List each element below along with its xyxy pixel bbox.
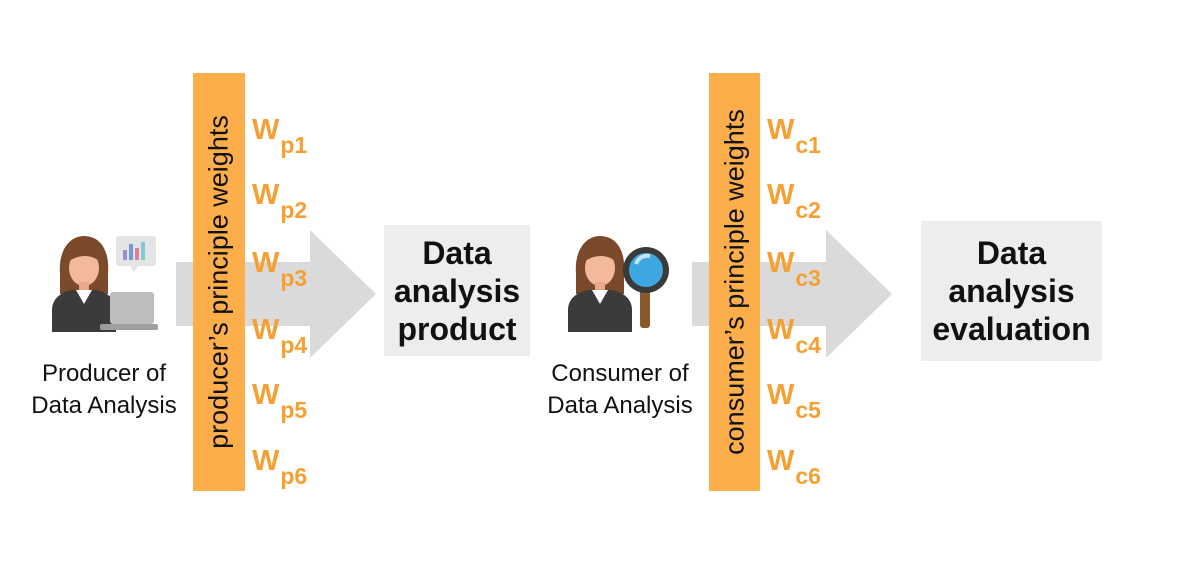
product-line2: analysis xyxy=(393,272,521,309)
weight-p2-sub: p2 xyxy=(280,197,308,223)
consumer-caption: Consumer of Data Analysis xyxy=(530,358,710,422)
weight-p2-base: W xyxy=(252,179,280,211)
weight-c5-sub: c5 xyxy=(795,397,821,423)
producer-caption-line2: Data Analysis xyxy=(31,392,177,419)
weight-p6: Wp6 xyxy=(252,445,307,488)
product-line3: product xyxy=(397,310,517,347)
weight-c4: Wc4 xyxy=(767,314,821,357)
consumer-icon xyxy=(568,236,669,332)
evaluation-line3: evaluation xyxy=(932,311,1091,347)
weight-c3-sub: c3 xyxy=(795,265,821,291)
product-line1: Data xyxy=(422,234,492,271)
producer-caption: Producer of Data Analysis xyxy=(14,358,194,422)
consumer-caption-line1: Consumer of xyxy=(551,360,689,387)
weight-c2-sub: c2 xyxy=(795,197,821,223)
weight-c1-base: W xyxy=(767,114,795,146)
weight-p4-sub: p4 xyxy=(280,332,308,358)
weight-p6-sub: p6 xyxy=(280,463,308,489)
producer-icon xyxy=(52,236,158,332)
weight-p3-sub: p3 xyxy=(280,265,308,291)
weight-p5: Wp5 xyxy=(252,379,307,422)
evaluation-line1: Data xyxy=(976,235,1047,271)
weight-c1: Wc1 xyxy=(767,114,821,157)
evaluation-line2: analysis xyxy=(948,273,1075,309)
weight-p1-sub: p1 xyxy=(280,132,308,158)
weight-p6-base: W xyxy=(252,445,280,477)
producer-weights-label: producer’s principle weights xyxy=(203,115,234,449)
weight-p2: Wp2 xyxy=(252,179,307,222)
weight-c3: Wc3 xyxy=(767,247,821,290)
weight-p1: Wp1 xyxy=(252,114,307,157)
weight-c2: Wc2 xyxy=(767,179,821,222)
weight-p5-sub: p5 xyxy=(280,397,308,423)
weight-p1-base: W xyxy=(252,114,280,146)
weight-p4-base: W xyxy=(252,314,280,346)
weight-c5: Wc5 xyxy=(767,379,821,422)
weight-c5-base: W xyxy=(767,379,795,411)
weight-c4-base: W xyxy=(767,314,795,346)
weight-c1-sub: c1 xyxy=(795,132,821,158)
consumer-caption-line2: Data Analysis xyxy=(547,392,693,419)
data-analysis-product-box: Data analysis product xyxy=(384,225,530,356)
weight-c2-base: W xyxy=(767,179,795,211)
data-analysis-evaluation-box: Data analysis evaluation xyxy=(921,221,1102,361)
weight-p5-base: W xyxy=(252,379,280,411)
consumer-weights-bar: consumer’s principle weights xyxy=(709,73,760,491)
weight-p4: Wp4 xyxy=(252,314,307,357)
weight-c6: Wc6 xyxy=(767,445,821,488)
weight-c3-base: W xyxy=(767,247,795,279)
weight-c6-sub: c6 xyxy=(795,463,821,489)
weight-c6-base: W xyxy=(767,445,795,477)
consumer-weights-label: consumer’s principle weights xyxy=(719,109,749,455)
weight-p3: Wp3 xyxy=(252,247,307,290)
weight-c4-sub: c4 xyxy=(795,332,821,358)
producer-caption-line1: Producer of xyxy=(41,360,167,387)
producer-weights-bar: producer’s principle weights xyxy=(193,73,245,491)
weight-p3-base: W xyxy=(252,247,280,279)
